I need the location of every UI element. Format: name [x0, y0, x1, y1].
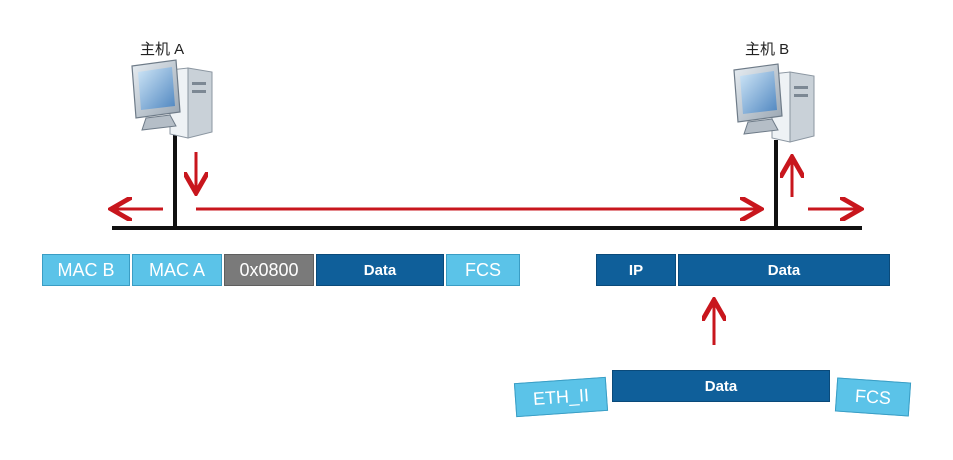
- computer-b-icon: [733, 63, 815, 143]
- frame-field-fcs: FCS: [446, 254, 520, 286]
- host-b-label: 主机 B: [745, 41, 790, 58]
- frame-field-dest-mac: MAC B: [42, 254, 130, 286]
- frame-field-src-mac: MAC A: [132, 254, 222, 286]
- decap-trailer-fcs: FCS: [834, 377, 912, 417]
- decap-header-eth2: ETH_II: [513, 376, 609, 418]
- frame-field-type: 0x0800: [224, 254, 314, 286]
- host-a-label: 主机 A: [140, 41, 185, 58]
- ip-packet-data: Data: [678, 254, 890, 286]
- ip-packet-header: IP: [596, 254, 676, 286]
- decap-data: Data: [612, 370, 830, 402]
- frame-field-data: Data: [316, 254, 444, 286]
- computer-a-icon: [131, 59, 213, 139]
